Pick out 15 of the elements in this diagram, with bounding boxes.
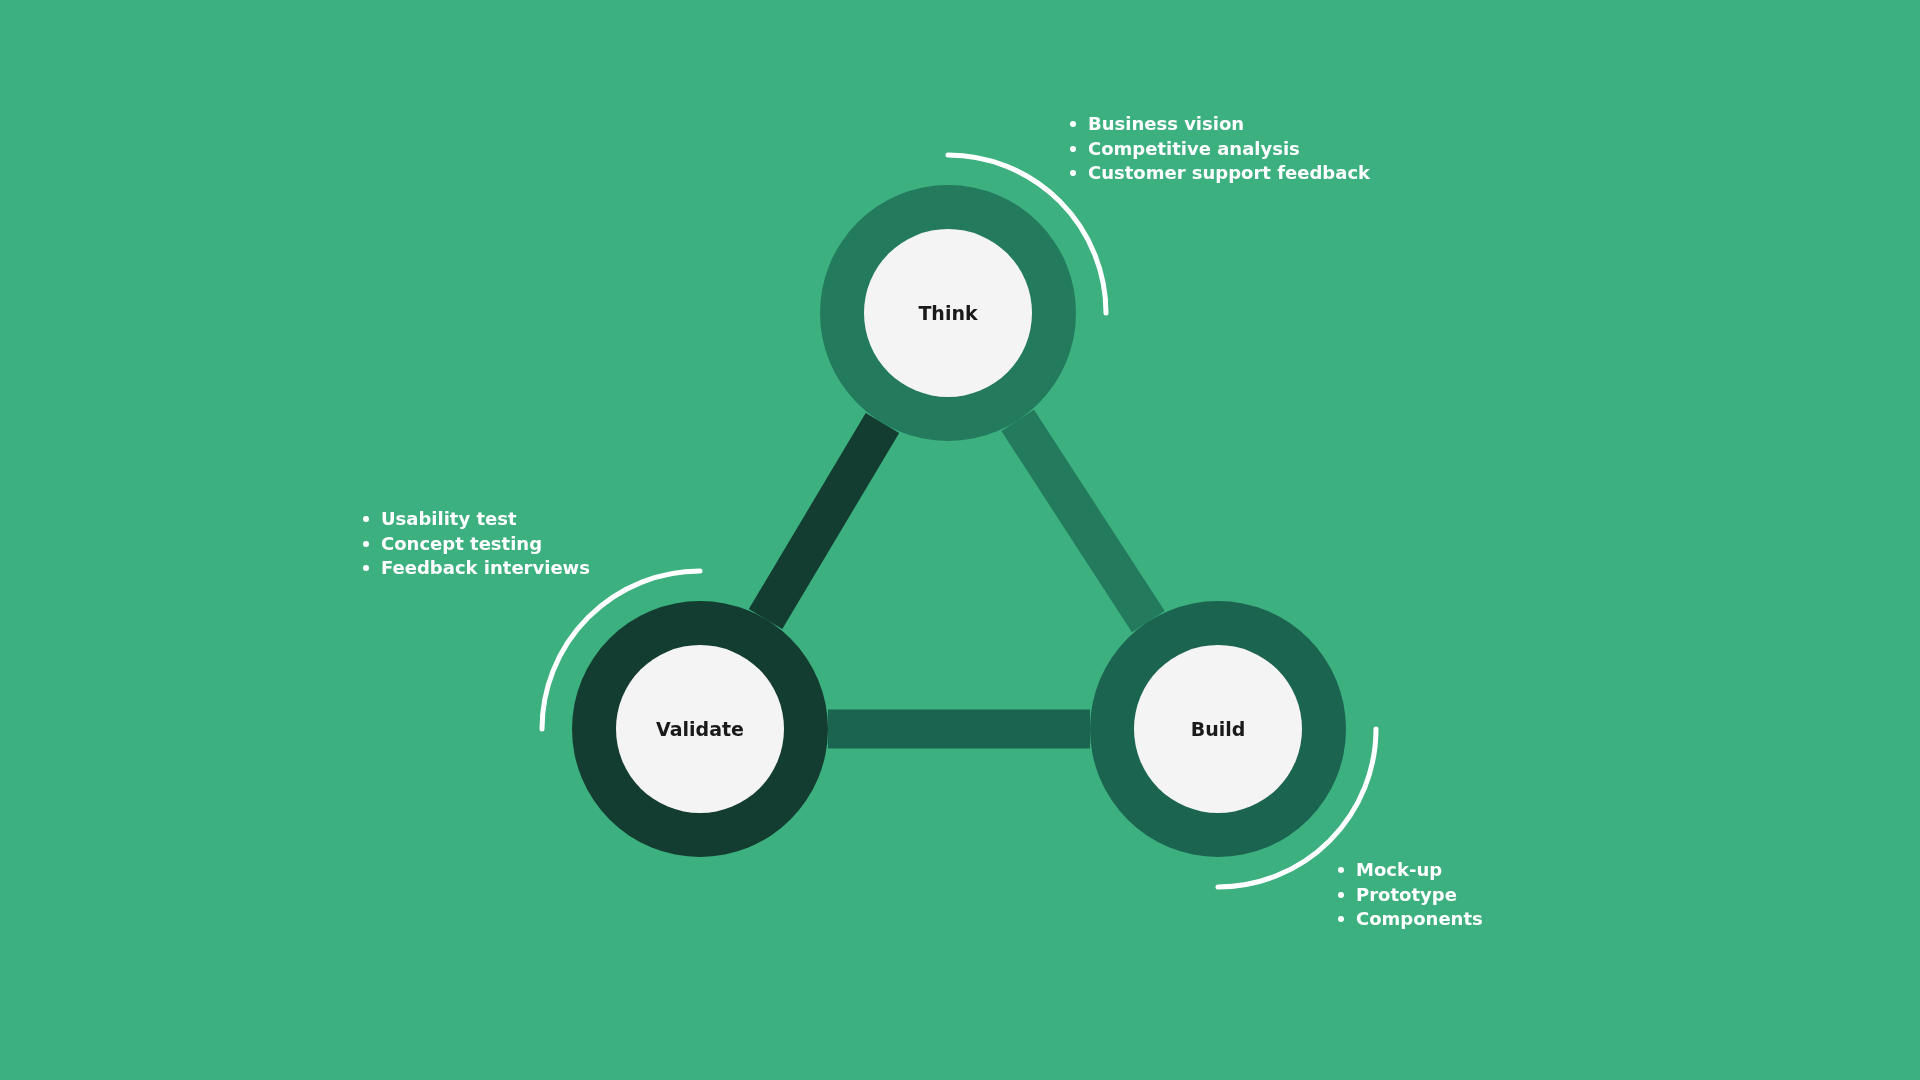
bullet-item: Customer support feedback	[1088, 161, 1371, 185]
bullet-item: Components	[1356, 907, 1483, 931]
node-label: Validate	[616, 645, 784, 813]
bullet-item: Business vision	[1088, 112, 1245, 136]
connector-bar	[748, 412, 900, 630]
bullet-item: Concept testing	[381, 531, 543, 556]
bullet-item: Mock-up	[1356, 858, 1443, 882]
connector-bar	[828, 709, 1090, 749]
bullet-item: Competitive analysis	[1088, 136, 1300, 161]
bullet-item: Prototype	[1356, 882, 1457, 907]
bullet-item: Feedback interviews	[381, 556, 590, 580]
connector-bar	[1001, 409, 1165, 633]
node-label: Think	[864, 229, 1032, 397]
node-label: Build	[1134, 645, 1302, 813]
bullet-item: Usability test	[381, 507, 517, 531]
